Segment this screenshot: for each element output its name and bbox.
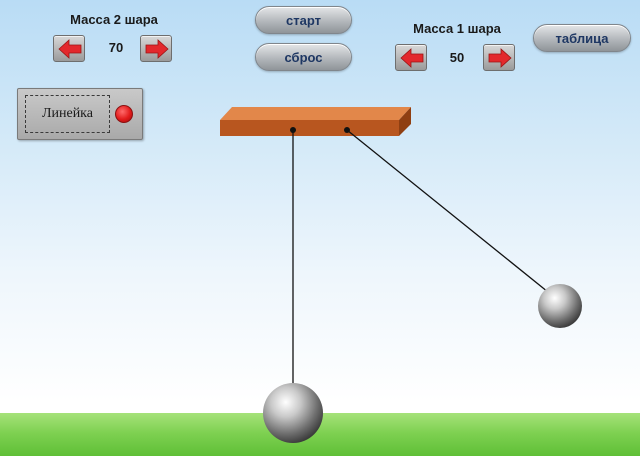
ruler-label: Линейка (25, 95, 110, 133)
mass2-value: 70 (108, 40, 124, 55)
red-dot-icon[interactable] (115, 105, 133, 123)
mass1-value: 50 (449, 50, 465, 65)
mass1-title: Масса 1 шара (413, 21, 501, 36)
suspension-beam (220, 107, 411, 136)
mass2-increase-button[interactable] (140, 35, 172, 62)
mass2-decrease-button[interactable] (53, 35, 85, 62)
pivot-2 (290, 127, 296, 133)
left-arrow-icon (400, 48, 424, 68)
ball-2[interactable] (263, 383, 323, 443)
pivot-1 (344, 127, 350, 133)
ball-1[interactable] (538, 284, 582, 328)
left-arrow-icon (58, 39, 82, 59)
string-ball-1 (346, 129, 549, 293)
right-arrow-icon (488, 48, 512, 68)
reset-button[interactable]: сброс (255, 43, 352, 71)
mass1-decrease-button[interactable] (395, 44, 427, 71)
ruler-panel: Линейка (17, 88, 143, 140)
start-button[interactable]: старт (255, 6, 352, 34)
mass2-title: Масса 2 шара (70, 12, 158, 27)
mass1-increase-button[interactable] (483, 44, 515, 71)
table-button[interactable]: таблица (533, 24, 631, 52)
right-arrow-icon (145, 39, 169, 59)
